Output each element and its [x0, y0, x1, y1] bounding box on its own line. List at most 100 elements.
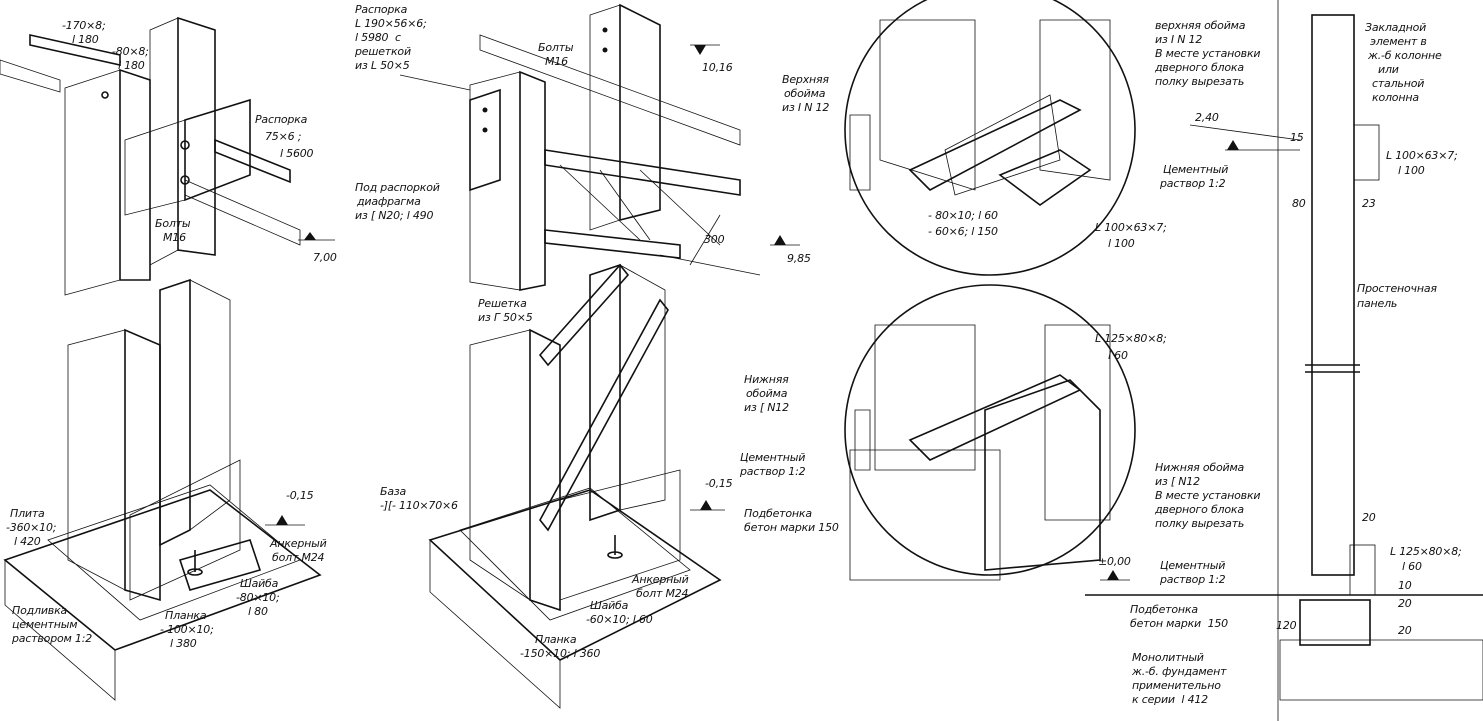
upper-clip-label-1: Верхняя — [782, 73, 829, 86]
upper-clip-circle-detail — [844, 0, 1136, 276]
embedded-element-5: стальной — [1372, 77, 1425, 90]
dimension-300: 300 — [704, 233, 725, 246]
elevation-7-00: 7,00 — [313, 251, 337, 264]
lower-clip-label-2: обойма — [746, 387, 788, 400]
right-cement-bottom-1: Цементный — [1160, 559, 1226, 572]
bar-label-1: Планка — [165, 609, 207, 622]
right-concrete-base-1: Подбетонка — [1130, 603, 1198, 616]
bolts-label-1: Болты — [155, 217, 191, 230]
right-lower-clip-1: Нижняя обойма — [1155, 461, 1245, 474]
dimension-80: 80 — [1292, 197, 1306, 210]
plate-length-1: l 180 — [72, 33, 99, 46]
grout-label-1: Подливка — [12, 604, 68, 617]
lower-clip-circle-detail — [844, 284, 1136, 581]
cement-mortar-label-1: Цементный — [740, 451, 806, 464]
embedded-element-4: или — [1378, 63, 1399, 76]
foundation-label-1: Монолитный — [1132, 651, 1204, 664]
base-profile: -][- 110×70×6 — [380, 499, 458, 512]
washer-label-1: Шайба — [240, 577, 279, 590]
plate-base-title: Плита — [10, 507, 45, 520]
right-upper-clip-2: из I N 12 — [1155, 33, 1203, 46]
upper-clip-label-2: обойма — [784, 87, 826, 100]
wall-panel-section — [1085, 0, 1483, 721]
upper-clip-label-3: из I N 12 — [782, 101, 830, 114]
foundation-label-2: ж.-б. фундамент — [1132, 665, 1227, 678]
anchor-bolt-size-1: болт М24 — [272, 551, 325, 564]
bar-length-1: l 380 — [170, 637, 197, 650]
foundation-label-3: применительно — [1132, 679, 1221, 692]
bolts-label-2: Болты — [538, 41, 574, 54]
elevation-minus-0-15-a: -0,15 — [286, 489, 314, 502]
foundation-label-4: к серии l 412 — [1132, 693, 1208, 706]
wall-panel-label-1: Простеночная — [1357, 282, 1437, 295]
bar-label-2: Планка — [535, 633, 577, 646]
strut-length: l 5600 — [280, 147, 314, 160]
detail1-plate-2: - 60×6; l 150 — [928, 225, 998, 238]
right-cement-top-1: Цементный — [1163, 163, 1229, 176]
right-lower-clip-4: дверного блока — [1155, 503, 1244, 516]
right-upper-clip-5: полку вырезать — [1155, 75, 1245, 88]
lattice-profile: из Г 50×5 — [478, 311, 533, 324]
dimension-20-b: 20 — [1398, 597, 1412, 610]
anchor-bolt-label-1: Анкерный — [270, 537, 327, 550]
right-angle-top-profile: L 100×63×7; — [1386, 149, 1458, 162]
diaphragm-label-2: диафрагма — [357, 195, 421, 208]
detail2-angle-profile: L 125×80×8; — [1095, 332, 1167, 345]
plate-label-1: -170×8; — [62, 19, 106, 32]
right-concrete-base-2: бетон марки 150 — [1130, 617, 1228, 630]
detail1-plate-1: - 80×10; l 60 — [928, 209, 998, 222]
column-base-view-2 — [428, 263, 725, 709]
dimension-15: 15 — [1290, 131, 1304, 144]
washer-label-2: Шайба — [590, 599, 629, 612]
right-lower-clip-3: В месте установки — [1155, 489, 1261, 502]
lattice-label: Решетка — [478, 297, 527, 310]
dimension-120: 120 — [1276, 619, 1297, 632]
column-base-view-1 — [3, 278, 322, 701]
right-upper-clip-3: В месте установки — [1155, 47, 1261, 60]
wall-panel-label-2: панель — [1357, 297, 1398, 310]
elevation-minus-0-15-b: -0,15 — [705, 477, 733, 490]
strut2-lattice-profile: из L 50×5 — [355, 59, 410, 72]
bolts-size-2: М16 — [545, 55, 568, 68]
right-lower-clip-2: из [ N12 — [1155, 475, 1200, 488]
dimension-20-a: 20 — [1362, 511, 1376, 524]
right-angle-bottom-length: l 60 — [1402, 560, 1422, 573]
plate-base-size: -360×10; — [6, 521, 57, 534]
right-cement-bottom-2: раствор 1:2 — [1160, 573, 1226, 586]
diaphragm-label-1: Под распоркой — [355, 181, 440, 194]
strut2-profile: L 190×56×6; — [355, 17, 427, 30]
bar-size-1: - 100×10; — [160, 623, 214, 636]
grout-label-2: цементным — [12, 618, 78, 631]
concrete-grade-label-1: бетон марки 150 — [744, 521, 839, 534]
right-lower-clip-5: полку вырезать — [1155, 517, 1245, 530]
right-upper-clip-1: верхняя обойма — [1155, 19, 1246, 32]
embedded-element-2: элемент в — [1370, 35, 1427, 48]
base-label: База — [380, 485, 407, 498]
bar-size-2: -150×10; l 360 — [520, 647, 601, 660]
elevation-9-85: 9,85 — [787, 252, 811, 265]
lattice-strut-connection-view — [399, 3, 800, 291]
right-angle-top-length: l 100 — [1398, 164, 1425, 177]
strut2-title: Распорка — [355, 3, 408, 16]
right-cement-top-2: раствор 1:2 — [1160, 177, 1226, 190]
right-angle-bottom-profile: L 125×80×8; — [1390, 545, 1462, 558]
washer-size-1: -80×10; — [236, 591, 280, 604]
plate-base-length: l 420 — [14, 535, 41, 548]
plate-label-2: -80×8; — [112, 45, 149, 58]
elevation-zero: ±0,00 — [1098, 555, 1131, 568]
washer-size-2: -60×10; l 60 — [586, 613, 653, 626]
detail1-angle-profile: L 100×63×7; — [1095, 221, 1167, 234]
lower-clip-label-1: Нижняя — [744, 373, 789, 386]
detail1-angle-length: l 100 — [1108, 237, 1135, 250]
strut-title: Распорка — [255, 113, 308, 126]
strut2-length: l 5980 с — [355, 31, 401, 44]
cement-mortar-ratio-1: раствор 1:2 — [740, 465, 806, 478]
dimension-23: 23 — [1362, 197, 1376, 210]
strut2-lattice: решеткой — [355, 45, 411, 58]
diaphragm-label-3: из [ N20; l 490 — [355, 209, 434, 222]
embedded-element-3: ж.-б колонне — [1368, 49, 1442, 62]
elevation-10-16: 10,16 — [702, 61, 733, 74]
embedded-element-1: Закладной — [1365, 21, 1427, 34]
anchor-bolt-label-2: Анкерный — [632, 573, 689, 586]
detail2-angle-length: l 60 — [1108, 349, 1128, 362]
